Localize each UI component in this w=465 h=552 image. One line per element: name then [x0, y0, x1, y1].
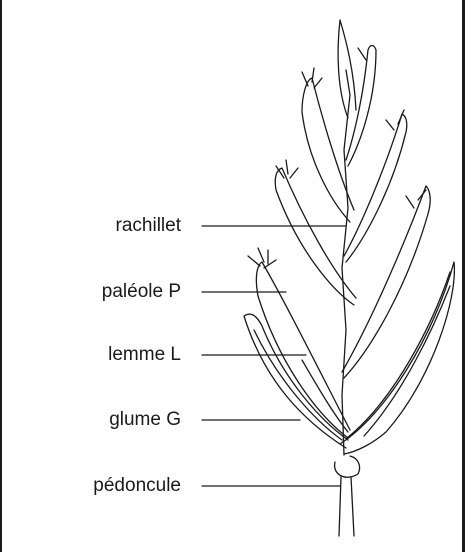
floret-2: [274, 159, 357, 306]
floret-7: [345, 44, 377, 167]
glume-left: [243, 313, 349, 449]
label-pedoncule: pédoncule: [93, 475, 181, 496]
leader-lines: [201, 225, 347, 487]
floret-3: [301, 67, 355, 223]
peduncle: [333, 455, 361, 537]
floret-5: [341, 185, 431, 379]
floret-4-tip: [337, 19, 357, 119]
label-lemme: lemme L: [108, 344, 181, 365]
rachilla-axis: [341, 69, 351, 456]
floret-6: [343, 109, 408, 263]
glume-right: [339, 261, 456, 455]
label-glume: glume G: [109, 409, 181, 430]
label-paleole: paléole P: [101, 281, 181, 302]
floret-1-awns: [247, 247, 277, 269]
floret-1: [255, 261, 351, 439]
label-rachillet: rachillet: [115, 215, 181, 236]
